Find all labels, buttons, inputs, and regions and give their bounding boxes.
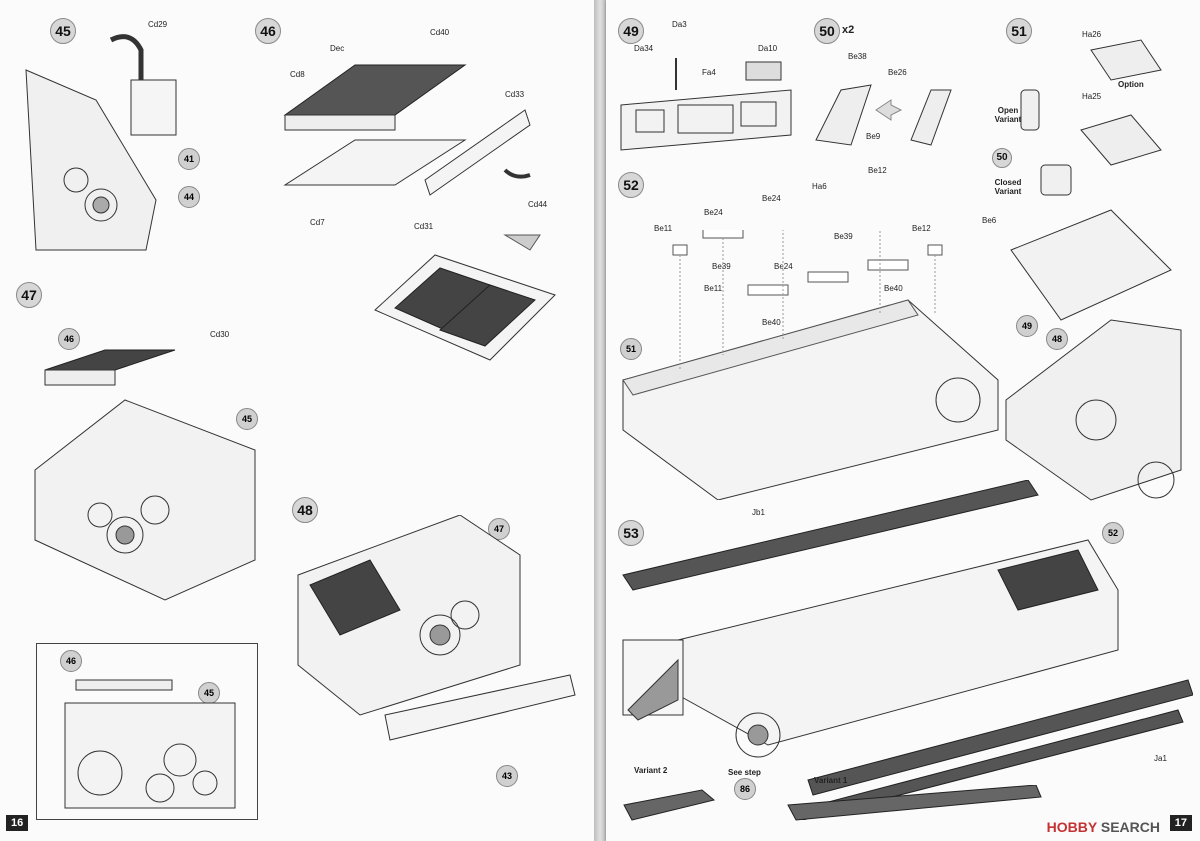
inset-view-box bbox=[36, 643, 258, 820]
variant-1-label: Variant 1 bbox=[814, 776, 848, 785]
hobby-search-watermark: HOBBY SEARCH bbox=[1047, 819, 1160, 835]
ref-48: 48 bbox=[1046, 328, 1068, 350]
step-50-number: 50 bbox=[814, 18, 840, 44]
part-label-ha25: Ha25 bbox=[1082, 92, 1102, 101]
variant-1-illustration bbox=[787, 785, 1042, 821]
part-label-be6: Be6 bbox=[982, 216, 997, 225]
step-47-illustration bbox=[34, 349, 256, 601]
part-label-be9: Be9 bbox=[866, 132, 881, 141]
step-50-qty: x2 bbox=[842, 24, 855, 36]
ref-41: 41 bbox=[178, 148, 200, 170]
step-45-number: 45 bbox=[50, 18, 76, 44]
part-label-be26: Be26 bbox=[888, 68, 907, 77]
part-label-dec: Dec bbox=[330, 44, 345, 53]
step-50-ref-in-51: 50 bbox=[992, 148, 1012, 168]
inset-illustration bbox=[64, 679, 236, 809]
part-label-be11-a: Be11 bbox=[654, 224, 673, 233]
step-52-illustration bbox=[622, 230, 999, 500]
option-label: Option bbox=[1118, 80, 1144, 89]
part-label-ja1: Ja1 bbox=[1154, 754, 1167, 763]
part-label-be12-b: Be12 bbox=[912, 224, 931, 233]
part-label-ha26: Ha26 bbox=[1082, 30, 1102, 39]
part-label-be39-b: Be39 bbox=[712, 262, 731, 271]
part-label-cd29: Cd29 bbox=[148, 20, 168, 29]
ref-47: 47 bbox=[488, 518, 510, 540]
left-page: 45 Cd29 41 44 46 Cd40 Dec Cd8 Cd33 Cd7 C… bbox=[0, 0, 594, 841]
book-gutter bbox=[594, 0, 606, 841]
part-label-be38: Be38 bbox=[848, 52, 867, 61]
step-48-number: 48 bbox=[292, 497, 318, 523]
variant-2-label: Variant 2 bbox=[634, 766, 668, 775]
part-label-jb1: Jb1 bbox=[752, 508, 765, 517]
part-label-da3: Da3 bbox=[672, 20, 687, 29]
ref-46-a: 46 bbox=[58, 328, 80, 350]
step-49-illustration bbox=[620, 58, 792, 151]
part-label-be40-a: Be40 bbox=[884, 284, 903, 293]
ref-43: 43 bbox=[496, 765, 518, 787]
page-number-left: 16 bbox=[6, 815, 29, 831]
right-page: 49 Da3 Da34 Fa4 Da10 50 x2 Be38 Be26 Be9… bbox=[606, 0, 1200, 841]
part-label-cd33: Cd33 bbox=[505, 90, 525, 99]
part-label-be24-a: Be24 bbox=[704, 208, 723, 217]
step-51-illustration bbox=[1005, 39, 1182, 501]
ref-51: 51 bbox=[620, 338, 642, 360]
ref-86: 86 bbox=[734, 778, 756, 800]
part-label-cd31: Cd31 bbox=[414, 222, 434, 231]
part-label-be12-a: Be12 bbox=[868, 166, 887, 175]
step-45-illustration bbox=[25, 34, 177, 251]
step-53-number: 53 bbox=[618, 520, 644, 546]
part-label-da10: Da10 bbox=[758, 44, 778, 53]
watermark-suffix: SEARCH bbox=[1100, 819, 1160, 835]
ref-49: 49 bbox=[1016, 315, 1038, 337]
part-label-be40-b: Be40 bbox=[762, 318, 781, 327]
part-label-cd8: Cd8 bbox=[290, 70, 305, 79]
step-52-number: 52 bbox=[618, 172, 644, 198]
variant-2-illustration bbox=[623, 789, 716, 821]
ref-52: 52 bbox=[1102, 522, 1124, 544]
page-number-right: 17 bbox=[1169, 815, 1192, 831]
step-49-number: 49 bbox=[618, 18, 644, 44]
step-47-number: 47 bbox=[16, 282, 42, 308]
part-label-cd44: Cd44 bbox=[528, 200, 548, 209]
part-label-ha6: Ha6 bbox=[812, 182, 827, 191]
ref-46-b: 46 bbox=[60, 650, 82, 672]
ref-45-a: 45 bbox=[236, 408, 258, 430]
part-label-be39-a: Be39 bbox=[834, 232, 853, 241]
step-46-number: 46 bbox=[255, 18, 281, 44]
step-50-illustration bbox=[815, 84, 952, 146]
see-step-label: See step bbox=[728, 768, 761, 777]
part-label-be11-b: Be11 bbox=[704, 284, 723, 293]
closed-variant-label: Closed Variant bbox=[994, 178, 1022, 196]
step-48-illustration bbox=[297, 515, 576, 741]
part-label-cd40: Cd40 bbox=[430, 28, 450, 37]
step-46-illustration bbox=[283, 64, 556, 361]
step-51-number: 51 bbox=[1006, 18, 1032, 44]
part-label-cd7: Cd7 bbox=[310, 218, 325, 227]
step-53-illustration bbox=[622, 480, 1193, 820]
part-label-da34: Da34 bbox=[634, 44, 654, 53]
part-label-be24-b: Be24 bbox=[762, 194, 781, 203]
part-label-fa4: Fa4 bbox=[702, 68, 716, 77]
watermark-brand: HOBBY bbox=[1046, 819, 1097, 835]
part-label-cd30: Cd30 bbox=[210, 330, 230, 339]
ref-44: 44 bbox=[178, 186, 200, 208]
open-variant-label: Open Variant bbox=[994, 106, 1022, 124]
